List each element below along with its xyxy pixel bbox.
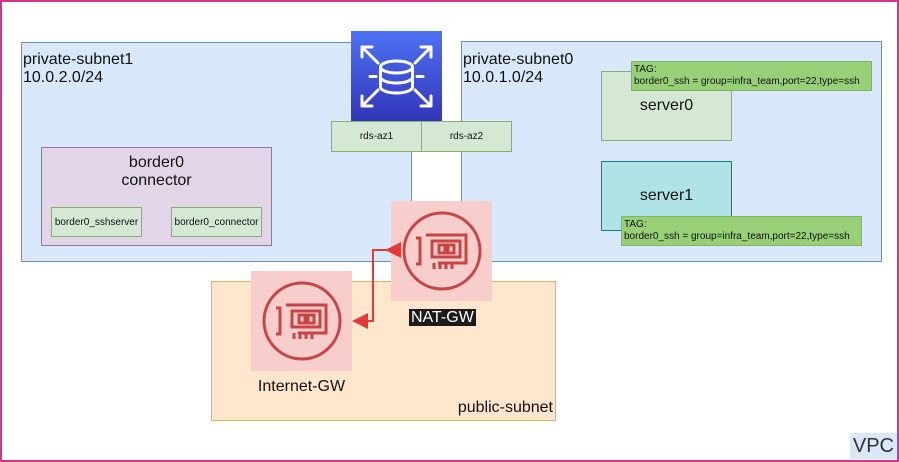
connector-line xyxy=(352,242,401,329)
server0-tag: TAG: border0_ssh = group=infra_team,port… xyxy=(631,61,872,91)
rds-az2-box[interactable]: rds-az2 xyxy=(421,121,512,152)
server1-tag: TAG: border0_ssh = group=infra_team,port… xyxy=(621,216,862,246)
server0-label: server0 xyxy=(639,97,694,114)
rds-az1-label: rds-az1 xyxy=(359,131,394,142)
rds-az1-box[interactable]: rds-az1 xyxy=(331,121,422,152)
internet-gw-icon-tile[interactable] xyxy=(251,271,352,371)
border0-connector-box[interactable]: border0_connector xyxy=(171,207,262,237)
rds-az2-label: rds-az2 xyxy=(449,131,484,142)
vpc-label: VPC xyxy=(849,433,897,459)
nat-gw-icon-tile[interactable] xyxy=(391,201,492,301)
border0-sshserver-box[interactable]: border0_sshserver xyxy=(51,207,142,237)
private-subnet0-name: private-subnet0 xyxy=(463,51,574,68)
rds-database-icon[interactable] xyxy=(351,31,442,122)
server0-tag-value: border0_ssh = group=infra_team,port=22,t… xyxy=(634,76,860,87)
public-subnet-name: public-subnet xyxy=(457,399,553,416)
server1-tag-value: border0_ssh = group=infra_team,port=22,t… xyxy=(624,231,850,242)
nat-gw-label: NAT-GW xyxy=(409,309,476,326)
network-card-icon xyxy=(262,281,341,361)
private-subnet0-cidr: 10.0.1.0/24 xyxy=(463,69,544,86)
server1-tag-label: TAG: xyxy=(624,219,647,230)
network-card-icon xyxy=(402,211,481,291)
internet-gw-label: Internet-GW xyxy=(257,378,346,395)
border0-title-line1: border0 xyxy=(128,154,185,171)
border0-sshserver-label: border0_sshserver xyxy=(54,216,139,228)
server0-tag-label: TAG: xyxy=(634,64,657,75)
server1-label: server1 xyxy=(639,187,694,204)
private-subnet1-name: private-subnet1 xyxy=(23,51,134,68)
border0-connector-title: border0 connector xyxy=(42,154,271,190)
private-subnet1-cidr: 10.0.2.0/24 xyxy=(23,69,104,86)
border0-connector-label: border0_connector xyxy=(174,216,259,228)
border0-title-line2: connector xyxy=(121,172,192,189)
database-icon xyxy=(360,45,433,108)
